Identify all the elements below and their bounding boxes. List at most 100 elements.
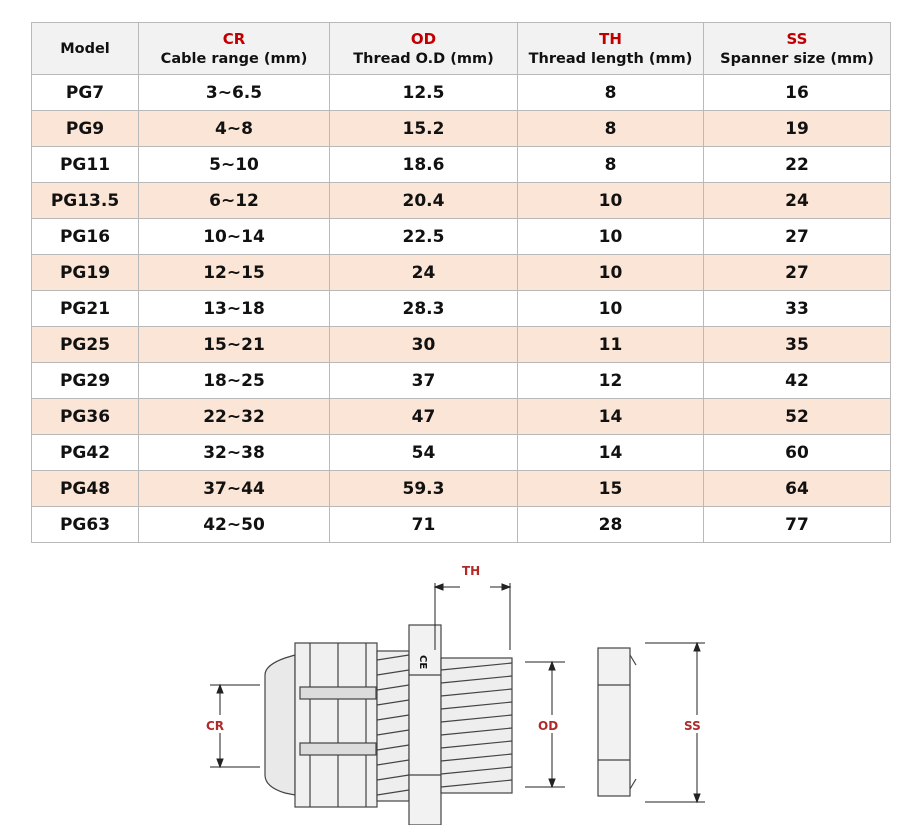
thread-od-cell: 12.5: [329, 74, 518, 111]
model-cell: PG11: [31, 146, 139, 183]
header-code: TH: [599, 29, 622, 48]
spanner-size-cell: 42: [703, 362, 891, 399]
thread-length-cell: 28: [517, 506, 704, 543]
thread-od-cell: 22.5: [329, 218, 518, 255]
header-row: Model CR Cable range (mm) OD Thread O.D …: [31, 22, 891, 75]
thread-od-cell: 30: [329, 326, 518, 363]
thread-od-cell: 28.3: [329, 290, 518, 327]
cable-range-cell: 4~8: [138, 110, 330, 147]
cable-range-cell: 3~6.5: [138, 74, 330, 111]
thread-length-cell: 10: [517, 182, 704, 219]
model-cell: PG36: [31, 398, 139, 435]
cable-range-cell: 12~15: [138, 254, 330, 291]
model-cell: PG63: [31, 506, 139, 543]
thread-length-cell: 14: [517, 434, 704, 471]
od-label: OD: [538, 719, 558, 733]
thread-od-cell: 47: [329, 398, 518, 435]
thread-length-cell: 8: [517, 146, 704, 183]
thread-od-cell: 37: [329, 362, 518, 399]
thread-od-cell: 24: [329, 254, 518, 291]
thread-od-cell: 54: [329, 434, 518, 471]
header-name: Model: [60, 40, 110, 57]
header-code: CR: [222, 29, 246, 48]
spanner-size-cell: 35: [703, 326, 891, 363]
model-cell: PG19: [31, 254, 139, 291]
spanner-size-cell: 19: [703, 110, 891, 147]
thread-length-cell: 10: [517, 290, 704, 327]
header-name: Thread O.D (mm): [353, 50, 494, 67]
header-thread-od: OD Thread O.D (mm): [329, 22, 518, 75]
cable-range-cell: 42~50: [138, 506, 330, 543]
thread-od-cell: 15.2: [329, 110, 518, 147]
thread-length-cell: 15: [517, 470, 704, 507]
spanner-size-cell: 22: [703, 146, 891, 183]
cable-range-cell: 5~10: [138, 146, 330, 183]
model-cell: PG25: [31, 326, 139, 363]
thread-length-cell: 8: [517, 110, 704, 147]
thread-od-cell: 20.4: [329, 182, 518, 219]
model-cell: PG29: [31, 362, 139, 399]
thread-od-cell: 71: [329, 506, 518, 543]
cable-range-cell: 37~44: [138, 470, 330, 507]
spanner-size-cell: 77: [703, 506, 891, 543]
model-cell: PG13.5: [31, 182, 139, 219]
thread-length-cell: 12: [517, 362, 704, 399]
thread-length-cell: 10: [517, 254, 704, 291]
header-name: Thread length (mm): [528, 50, 693, 67]
spec-table: Model CR Cable range (mm) OD Thread O.D …: [31, 22, 891, 543]
header-model: Model: [31, 22, 139, 75]
thread-length-cell: 14: [517, 398, 704, 435]
spanner-size-cell: 27: [703, 218, 891, 255]
spanner-size-cell: 27: [703, 254, 891, 291]
header-code: SS: [786, 29, 808, 48]
header-thread-length: TH Thread length (mm): [517, 22, 704, 75]
spanner-size-cell: 52: [703, 398, 891, 435]
model-cell: PG42: [31, 434, 139, 471]
cr-label: CR: [206, 719, 224, 733]
cable-range-cell: 6~12: [138, 182, 330, 219]
cable-range-cell: 15~21: [138, 326, 330, 363]
ce-mark: CE: [417, 655, 428, 669]
ss-label: SS: [684, 719, 701, 733]
model-cell: PG48: [31, 470, 139, 507]
th-label: TH: [462, 564, 480, 578]
model-cell: PG9: [31, 110, 139, 147]
header-code: OD: [410, 29, 437, 48]
thread-od-cell: 59.3: [329, 470, 518, 507]
thread-length-cell: 11: [517, 326, 704, 363]
model-cell: PG16: [31, 218, 139, 255]
spanner-size-cell: 16: [703, 74, 891, 111]
cable-range-cell: 10~14: [138, 218, 330, 255]
header-name: Cable range (mm): [160, 50, 308, 67]
cable-range-cell: 18~25: [138, 362, 330, 399]
thread-length-cell: 8: [517, 74, 704, 111]
spanner-size-cell: 60: [703, 434, 891, 471]
spanner-size-cell: 33: [703, 290, 891, 327]
cable-range-cell: 32~38: [138, 434, 330, 471]
header-name: Spanner size (mm): [720, 50, 874, 67]
model-cell: PG21: [31, 290, 139, 327]
cable-range-cell: 22~32: [138, 398, 330, 435]
cable-range-cell: 13~18: [138, 290, 330, 327]
model-cell: PG7: [31, 74, 139, 111]
header-spanner-size: SS Spanner size (mm): [703, 22, 891, 75]
spanner-size-cell: 24: [703, 182, 891, 219]
cable-gland-diagram: TH CR OD SS CE: [206, 564, 710, 825]
spanner-size-cell: 64: [703, 470, 891, 507]
header-cable-range: CR Cable range (mm): [138, 22, 330, 75]
thread-length-cell: 10: [517, 218, 704, 255]
